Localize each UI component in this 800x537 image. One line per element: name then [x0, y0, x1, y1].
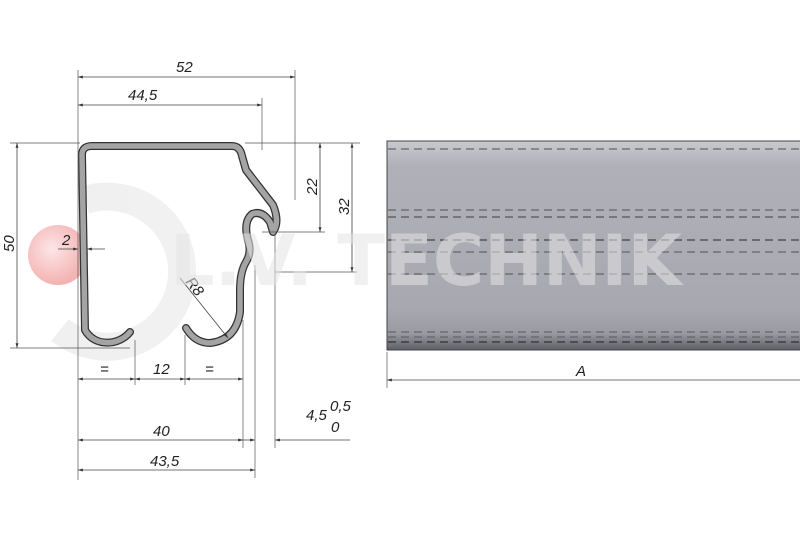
side-view-bar — [386, 140, 800, 351]
dim-overall-width: 52 — [176, 59, 193, 76]
dim-base-width-outer: 43,5 — [150, 453, 180, 470]
dim-base-width: 40 — [153, 423, 170, 440]
dim-length: A — [575, 363, 586, 380]
dim-height: 50 — [1, 235, 18, 252]
dim-inner-width: 44,5 — [128, 87, 158, 104]
dim-slot-width: 12 — [153, 361, 170, 378]
dim-gap-nominal: 4,5 — [306, 407, 328, 424]
rail-profile — [78, 142, 281, 347]
dim-gap-tol-upper: 0,5 — [330, 398, 352, 415]
dim-hook-depth: 22 — [304, 178, 321, 196]
dim-bottom-equal-left: = — [100, 361, 109, 378]
dim-thickness: 2 — [61, 232, 71, 249]
dim-gap-tol-lower: 0 — [331, 419, 340, 436]
dimension-lines — [15, 75, 800, 472]
dim-bottom-equal-right: = — [205, 361, 214, 378]
watermark-text: L.V. TECHNIK — [170, 220, 684, 302]
watermark-logo — [28, 182, 197, 361]
dim-hook-height: 32 — [336, 198, 353, 215]
extension-lines — [10, 70, 388, 480]
